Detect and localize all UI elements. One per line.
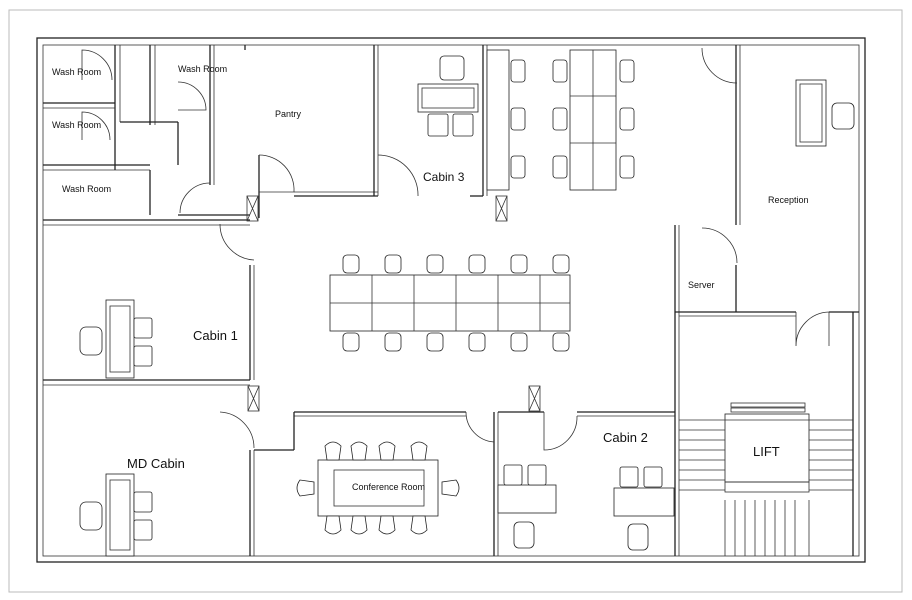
reception-furniture: [795, 79, 855, 147]
room-labels: Wash Room Wash Room Wash Room Wash Room …: [52, 64, 809, 492]
cabin-3-furniture: [417, 55, 479, 137]
drawing-frame: [8, 9, 903, 593]
label-pantry: Pantry: [275, 109, 302, 119]
label-cabin-1: Cabin 1: [193, 328, 238, 343]
internal-walls: [43, 45, 859, 556]
md-cabin-furniture: [79, 473, 153, 557]
label-cabin-2: Cabin 2: [603, 430, 648, 445]
cabin-2-furniture: [497, 464, 675, 551]
label-md-cabin: MD Cabin: [127, 456, 185, 471]
label-reception: Reception: [768, 195, 809, 205]
workstations-top: [486, 49, 635, 191]
label-server: Server: [688, 280, 715, 290]
lift-stairs: [679, 402, 853, 556]
cabin-1-furniture: [79, 299, 153, 379]
doors: [81, 47, 830, 451]
label-wash-room-2: Wash Room: [52, 120, 101, 130]
label-cabin-3: Cabin 3: [423, 170, 465, 184]
conference-furniture: [296, 441, 460, 535]
shaft-boxes: [246, 195, 541, 412]
central-workstations: [329, 254, 571, 352]
label-conference-room: Conference Room: [352, 482, 425, 492]
label-wash-room-4: Wash Room: [178, 64, 227, 74]
outer-walls: [36, 37, 866, 563]
label-wash-room-1: Wash Room: [52, 67, 101, 77]
label-lift: LIFT: [753, 444, 780, 459]
label-wash-room-3: Wash Room: [62, 184, 111, 194]
